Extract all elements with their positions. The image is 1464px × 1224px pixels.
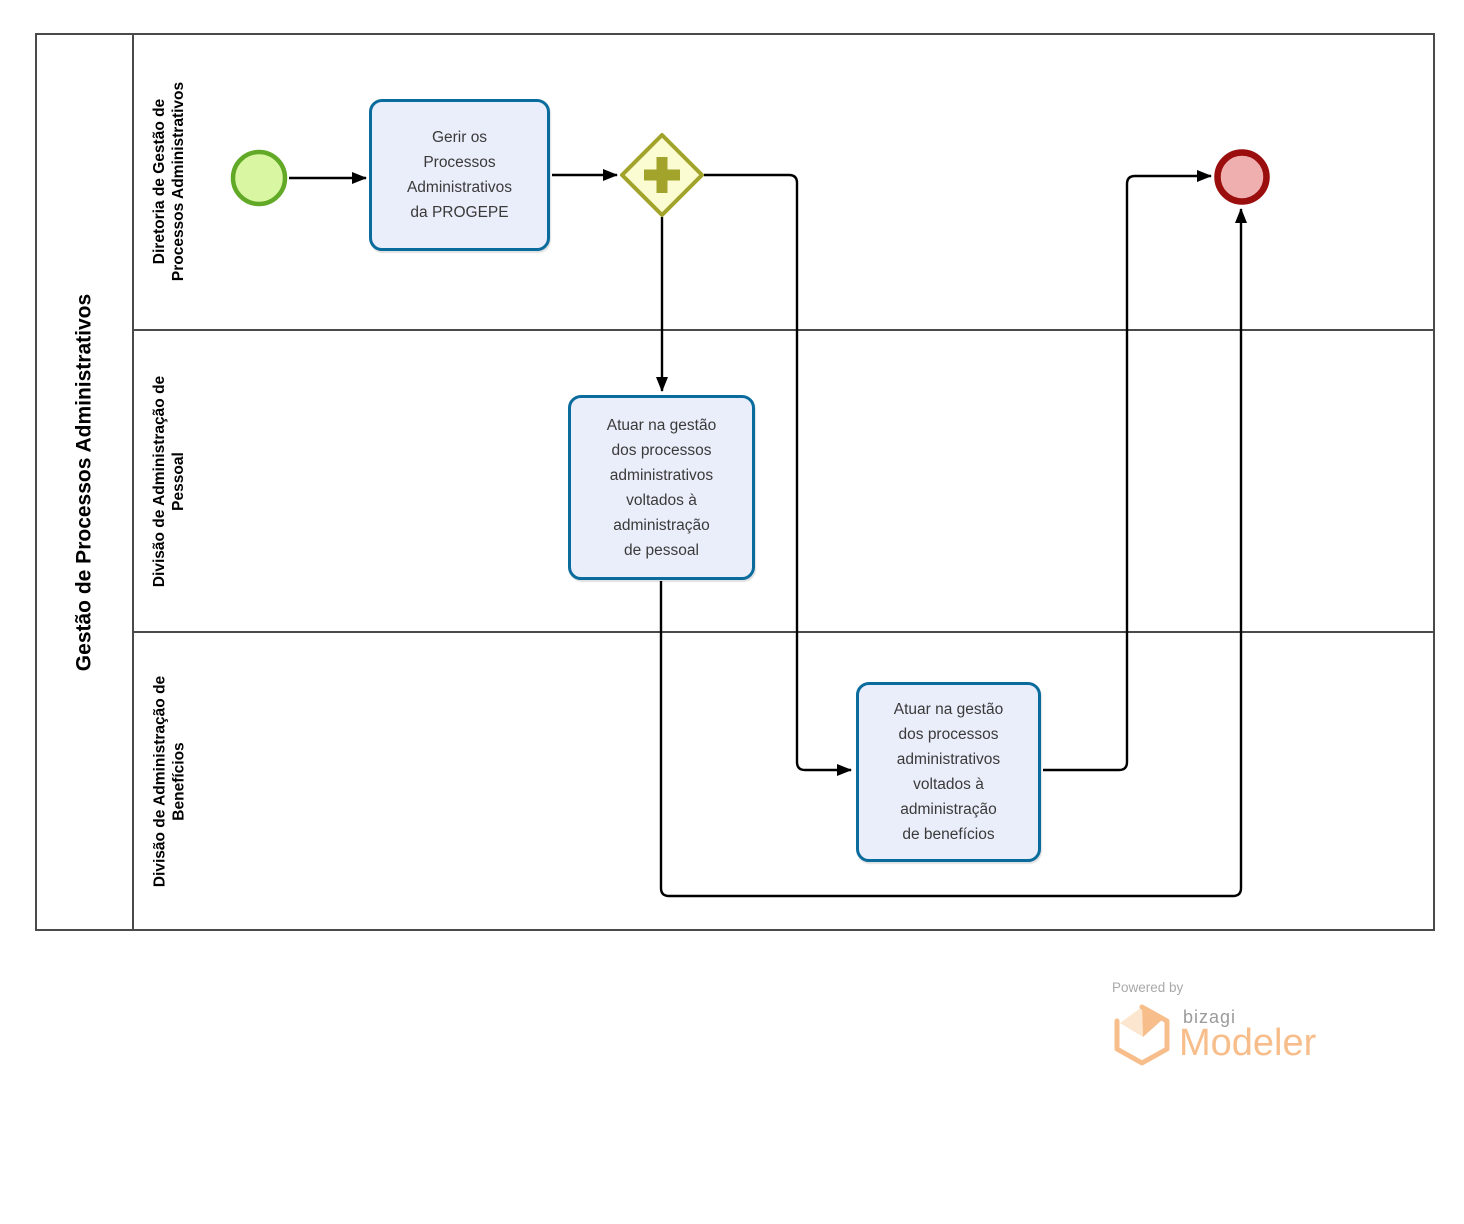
task-label: Atuar na gestão dos processos administra… (893, 701, 1004, 843)
start-event (230, 149, 288, 207)
lane-divider-2 (134, 631, 1435, 633)
flow-task-pessoal-to-end (659, 208, 1247, 898)
plus-icon (644, 157, 680, 193)
powered-by-text: Powered by (1112, 980, 1184, 995)
pool-title-strip (35, 33, 134, 931)
task-gestao-pessoal: Atuar na gestão dos processos administra… (568, 395, 755, 580)
bizagi-brand-text: bizagi (1183, 1007, 1237, 1027)
task-label: Atuar na gestão dos processos administra… (606, 416, 717, 559)
task-gestao-beneficios: Atuar na gestão dos processos administra… (856, 682, 1041, 862)
flow-task-beneficios-to-end (1043, 170, 1212, 772)
modeler-product-text: Modeler (1179, 1022, 1317, 1064)
flow-gateway-to-task-beneficios (704, 173, 852, 776)
bizagi-box-icon (1114, 1004, 1170, 1066)
end-event (1214, 149, 1270, 205)
task-label: Gerir os Processos Administrativos da PR… (406, 129, 513, 221)
lane-divider-1 (134, 329, 1435, 331)
task-gerir-processos: Gerir os Processos Administrativos da PR… (369, 99, 550, 251)
